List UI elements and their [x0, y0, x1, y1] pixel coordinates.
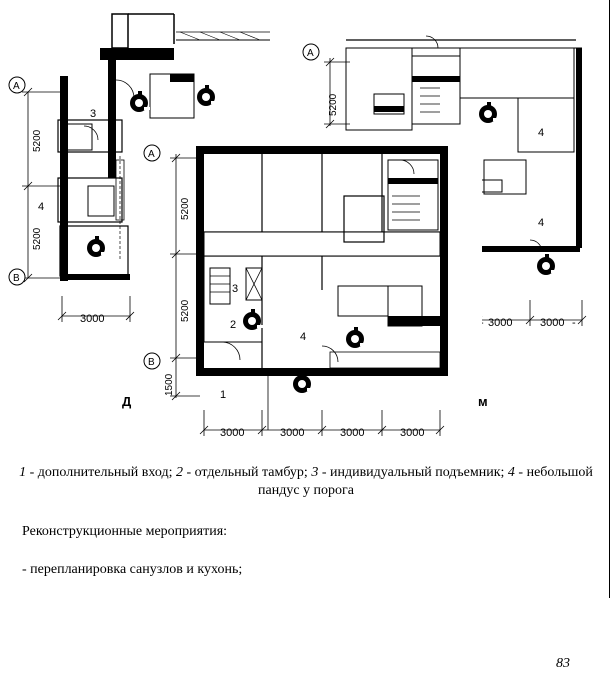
measures-heading: Реконструкционные мероприятия: — [22, 524, 228, 539]
caption-text-1: - дополнительный вход; — [26, 465, 176, 480]
caption-num-1: 1 — [19, 465, 27, 480]
callout-3-left: 3 — [90, 108, 96, 120]
callout-4-right-bottom: 4 — [538, 217, 544, 229]
dim-3000-left: 3000 — [80, 313, 104, 325]
callout-1-center: 1 — [220, 389, 226, 401]
axis-label-a-left: A — [13, 81, 20, 92]
dim-5200-center-top: 5200 — [180, 197, 191, 220]
axis-label-a-center: A — [148, 149, 155, 160]
page-right-rule — [609, 0, 610, 598]
dim-3000-center-2: 3000 — [280, 427, 304, 439]
caption-num-4: 4 — [507, 465, 515, 480]
caption-text-3: - индивидуальный подъемник; — [318, 465, 508, 480]
caption-text-4: - небольшой пандус у порога — [258, 465, 593, 498]
callout-2-center: 2 — [230, 319, 236, 331]
dim-5200-right: 5200 — [328, 93, 339, 116]
callout-3-center: 3 — [232, 283, 238, 295]
dim-1500-center: 1500 — [164, 373, 175, 396]
caption-num-2: 2 — [175, 465, 183, 480]
dim-3000-right-b: 3000 — [540, 317, 564, 329]
left-dimension-chain — [22, 87, 135, 322]
callout-4-center: 4 — [300, 331, 306, 343]
measure-item: - перепланировка санузлов и кухонь; — [22, 562, 243, 577]
right-plan — [345, 35, 582, 253]
dim-3000-center-4: 3000 — [400, 427, 424, 439]
axis-label-b-left: B — [13, 273, 20, 284]
caption-text-2: - отдельный тамбур; — [182, 465, 312, 480]
figure-caption: 1 - дополнительный вход; 2 - отдельный т… — [12, 464, 600, 500]
dim-5200-left-bottom: 5200 — [32, 227, 43, 250]
dim-5200-left-top: 5200 — [32, 129, 43, 152]
callout-4-right-top: 4 — [538, 127, 544, 139]
page-number: 83 — [556, 656, 570, 671]
central-dimension-chain — [170, 153, 445, 436]
floor-plan-figure: A B 5200 5200 3000 3 4 — [8, 13, 587, 439]
dim-3000-center-3: 3000 — [340, 427, 364, 439]
left-plan — [57, 13, 270, 281]
axis-label-b-center: B — [148, 357, 155, 368]
callout-4-left: 4 — [38, 201, 44, 213]
dim-5200-center-bottom: 5200 — [180, 299, 191, 322]
dim-dash-right-b: - — [572, 317, 576, 329]
dim-3000-center-1: 3000 — [220, 427, 244, 439]
plan-letter-left: Д — [122, 394, 132, 409]
dim-3000-right-a: 3000 — [488, 317, 512, 329]
plan-letter-right: м — [478, 394, 488, 409]
axis-label-a-right: A — [307, 48, 314, 59]
central-plan — [196, 146, 448, 430]
caption-num-3: 3 — [311, 465, 319, 480]
